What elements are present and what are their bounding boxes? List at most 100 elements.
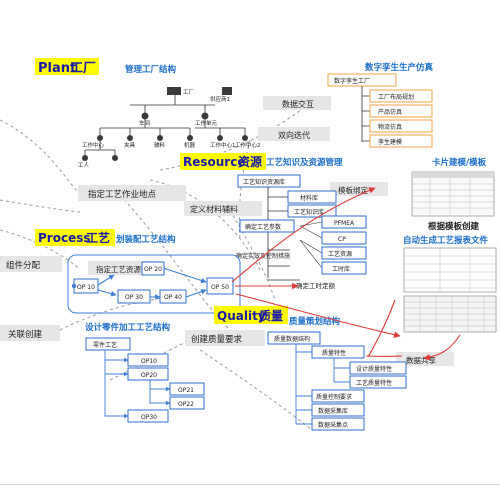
label-data-exchange: 数据交互 [282,99,314,109]
plant-highlight [35,58,99,75]
part-root-box [85,337,131,351]
card-template-title: 卡片建模/模板 [432,157,487,168]
op50-label: OP 50 [211,284,229,291]
operator-icon-2 [112,155,118,161]
work-unit-icon [201,112,209,120]
op-flow-frame [67,254,241,314]
quality-item-3: 质量控制要求 [316,393,352,401]
plant-tree-fixture: 夹具 [124,141,136,149]
plant-headline-en: Plant [38,61,76,76]
digital-twin-title: 数字孪生生产仿真 [365,62,434,73]
factory-icon [167,87,181,95]
plant-structure-title: 管理工厂结构 [125,64,177,75]
quality-headline-cn: 质量 [259,308,283,323]
knowledge-root: 工艺知识资源库 [243,178,285,186]
resource-highlight [180,153,266,170]
quality-highlight [214,306,288,324]
op-flow-arrows [97,267,207,300]
part-item-2: OP21 [178,387,194,394]
twin-item-3: 孪生建模 [378,138,402,146]
quality-item-0: 质量特性 [322,349,346,357]
quality-item-5: 数据采集点 [318,421,348,429]
op10-label: OP 10 [77,284,95,291]
auto-generate-title: 自动生成工艺报表文件 [403,235,489,246]
process-highlight [35,229,115,246]
supplier-icon [222,87,232,95]
plant-tree-supplier: 供应商1 [210,95,230,103]
quality-root-box [267,331,321,345]
label-create-quality-req: 创建质量要求 [191,334,243,345]
wc1-icon [217,135,223,141]
twin-root: 数字孪生工厂 [334,77,370,85]
knowledge-resource-title: 工艺知识及资源管理 [266,157,343,168]
auxiliary-icon [157,135,163,141]
work-center-icon [97,135,103,141]
plant-tree-work-center: 工作中心 [82,141,105,149]
twin-tree-lines [361,86,370,142]
machine-icon [187,135,193,141]
op-boxes: OP 10 OP 20 OP 30 OP 40 OP 50 [73,261,234,304]
quality-plan-title: 质量策划结构 [289,316,341,327]
part-item-4: OP30 [141,414,157,421]
fixture-icon [127,135,133,141]
label-relation-create: 关联创建 [8,329,43,340]
part-item-0: OP10 [141,358,157,365]
quality-item-4: 数据采集库 [318,407,348,415]
plant-tree-machine: 机器 [184,141,196,149]
knowledge-item-3: PFMEA [334,220,355,227]
knowledge-items: 材料库 工艺知识库 确定工艺参数 PFMEA CP 工艺资源 工时库 [239,190,367,275]
part-item-1: OP20 [141,372,157,379]
resource-headline-cn: 资源 [238,154,262,169]
process-headline-cn: 工艺 [86,230,110,245]
part-items: OP10 OP20 OP21 OP22 OP30 [127,353,205,423]
label-assign-resource: 指定工艺资源 [96,264,141,274]
plant-tree-operator: 工人 [78,162,90,169]
quality-root: 质量数据结构 [274,335,310,343]
report-preview [403,247,497,333]
by-template-title: 根据模板创建 [428,221,480,232]
quality-item-1: 设计质量特性 [356,365,392,373]
knowledge-side-lines [299,221,323,269]
label-data-share: 数据共享 [406,355,436,365]
plant-tree-workshop: 车间 [139,119,150,127]
plant-tree-icons [82,87,248,161]
part-root: 零件工艺 [93,341,117,349]
plant-tree-wc1: 工作中心1 [210,141,236,149]
knowledge-item-1: 工艺知识库 [294,208,324,216]
plan-assembly-title: 划装配工艺结构 [116,234,176,245]
knowledge-root-box [237,174,301,188]
quality-tree-lines [295,344,350,425]
twin-item-0: 工厂布局规划 [378,93,414,101]
op20-label: OP 20 [144,266,162,273]
part-process-title: 设计零件加工工艺结构 [85,322,171,333]
plant-tree-root: 工厂 [183,89,195,96]
op30-label: OP 30 [125,294,143,301]
knowledge-note-time: 确定工时定额 [296,281,336,290]
bottom-border [0,484,500,485]
twin-item-2: 物流仿真 [378,123,402,131]
resource-headline-en: Resource [183,155,245,169]
knowledge-item-5: 工艺资源 [328,250,352,258]
plant-tree-work-unit: 工作单元 [195,119,218,127]
part-tree-lines [104,350,171,419]
quality-item-2: 工艺质量特性 [356,379,392,387]
plant-tree-auxiliary: 辅料 [154,141,166,149]
knowledge-item-6: 工时库 [332,265,350,273]
plant-headline-cn: 工厂 [70,61,96,76]
plant-tree-wc2: 工作中心2 [235,141,261,149]
workshop-icon [141,112,149,120]
quality-headline-en: Quality [217,309,266,323]
label-assign-location: 指定工艺作业地点 [88,189,157,200]
knowledge-item-0: 材料库 [300,194,318,202]
process-headline-en: Process [38,231,91,245]
label-template-bind: 模板绑定 [338,185,368,195]
op10-node [71,283,77,289]
twin-item-1: 产品仿真 [378,108,402,116]
label-component-alloc: 组件分配 [6,260,41,271]
quality-items: 质量特性 设计质量特性 工艺质量特性 质量控制要求 数据采集库 数据采集点 [311,345,407,431]
wc2-icon [242,135,248,141]
operator-icon [82,155,88,161]
part-item-3: OP22 [178,401,194,408]
card-template-preview [411,171,495,217]
